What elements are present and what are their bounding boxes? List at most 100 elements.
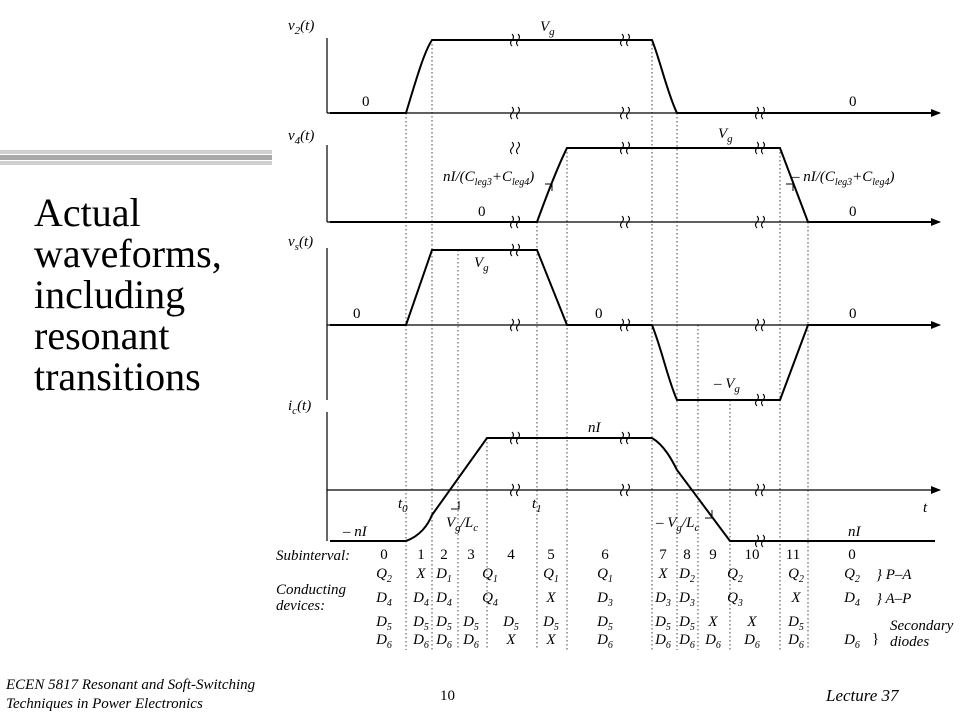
device-cell-secondary-d6: X <box>545 632 556 648</box>
vs-trace <box>330 249 935 401</box>
v2-zero-left: 0 <box>362 94 370 110</box>
device-cell-secondary-d5: D5 <box>654 614 671 633</box>
device-cell-pa: Q2 <box>788 566 804 585</box>
device-cell-secondary-d5: D5 <box>412 614 429 633</box>
vs-axis-label: vs(t) <box>288 234 313 253</box>
v4-slope-marker-left <box>545 183 553 191</box>
ic-slope-marker-up <box>451 501 460 510</box>
deco-bar-2 <box>0 155 272 160</box>
v4-labels: v4(t) Vg 0 0 nI/(Cleg3+Cleg4) – nI/(Cleg… <box>288 126 895 220</box>
subinterval-number: 5 <box>547 547 555 563</box>
ic-axis-label: ic(t) <box>288 398 311 417</box>
secondary-brace: } <box>872 631 879 647</box>
device-cell-ap: D3 <box>678 590 695 609</box>
t0-label: t0 <box>398 496 408 515</box>
vs-labels: vs(t) Vg 0 0 0 – Vg <box>288 234 857 395</box>
vs-zero-mid: 0 <box>595 306 603 322</box>
device-cell-pa: Q2 <box>844 566 860 585</box>
device-cell-pa: X <box>415 566 426 582</box>
v4-zero-right: 0 <box>849 204 857 220</box>
ic-top-label: nI <box>588 420 602 436</box>
vs-zero-left: 0 <box>353 306 361 322</box>
device-cell-pa: X <box>657 566 668 582</box>
device-cell-secondary-d5: D5 <box>375 614 392 633</box>
time-guide-lines <box>405 40 809 650</box>
v4-slope-marker-right <box>786 183 794 191</box>
device-cell-secondary-d6: D6 <box>843 632 860 651</box>
device-cell-secondary-d6: D6 <box>704 632 721 651</box>
ic-slope-up-label: Vg/Lc <box>446 515 478 534</box>
subinterval-number: 11 <box>786 547 800 563</box>
subinterval-number: 9 <box>709 547 717 563</box>
device-cell-secondary-d6: D6 <box>462 632 479 651</box>
device-cell-secondary-d5: D5 <box>678 614 695 633</box>
subinterval-number: 4 <box>507 547 515 563</box>
subinterval-number: 6 <box>601 547 609 563</box>
device-cell-secondary-d5: D5 <box>462 614 479 633</box>
device-cell-pa: D1 <box>435 566 452 585</box>
label-pa: } P–A <box>876 567 912 583</box>
v2-axis-label: v2(t) <box>288 18 314 37</box>
device-cell-secondary-d5: D5 <box>502 614 519 633</box>
ic-neg-right: nI <box>848 524 862 540</box>
device-cell-secondary-d6: X <box>505 632 516 648</box>
device-cell-secondary-d6: D6 <box>678 632 695 651</box>
label-ap: } A–P <box>876 591 911 607</box>
slope-markers <box>451 183 794 519</box>
footer-course-line-2: Techniques in Power Electronics <box>6 696 203 712</box>
title-line-4: resonant <box>34 313 170 358</box>
waveform-traces <box>330 39 935 542</box>
page-number: 10 <box>440 688 455 704</box>
v2-trace <box>330 39 935 114</box>
device-cell-secondary-d6: D6 <box>412 632 429 651</box>
title-line-5: transitions <box>34 354 201 399</box>
ic-slope-marker-down <box>705 510 713 519</box>
device-cell-secondary-d6: D6 <box>435 632 452 651</box>
device-cell-secondary-d5: D5 <box>787 614 804 633</box>
slide-title: Actual waveforms, including resonant tra… <box>34 192 274 397</box>
footer-course-line-1: ECEN 5817 Resonant and Soft-Switching <box>6 677 256 693</box>
subinterval-number: 0 <box>848 547 856 563</box>
subinterval-number: 8 <box>683 547 691 563</box>
v4-zero-left: 0 <box>478 204 486 220</box>
vs-neg-label: – Vg <box>713 376 740 395</box>
v4-axis-label: v4(t) <box>288 128 314 147</box>
footer-course: ECEN 5817 Resonant and Soft-Switching Te… <box>6 676 255 714</box>
subinterval-number: 7 <box>659 547 667 563</box>
subinterval-number: 1 <box>417 547 425 563</box>
device-cell-pa: Q2 <box>376 566 392 585</box>
device-cell-secondary-d6: D6 <box>743 632 760 651</box>
v2-labels: v2(t) 0 0 Vg <box>288 18 857 110</box>
device-cell-ap: D3 <box>596 590 613 609</box>
v2-peak-label: Vg <box>540 19 555 38</box>
t1-label: t1 <box>532 496 542 515</box>
device-cell-pa: Q1 <box>597 566 613 585</box>
device-cell-secondary-d5: D5 <box>542 614 559 633</box>
title-line-3: including <box>34 272 186 317</box>
ic-trace <box>330 437 935 542</box>
ic-slope-down-label: – Vg/Lc <box>655 515 699 534</box>
break-marks <box>509 33 766 548</box>
device-cell-ap: X <box>790 590 801 606</box>
device-cell-pa: Q1 <box>543 566 559 585</box>
device-cell-ap: D4 <box>375 590 392 609</box>
device-cell-pa: Q2 <box>727 566 743 585</box>
device-cell-secondary-d5: D5 <box>596 614 613 633</box>
v4-trace <box>330 147 935 223</box>
conducting-label-2: devices: <box>276 598 325 614</box>
label-secondary-2: diodes <box>890 634 929 650</box>
v2-zero-right: 0 <box>849 94 857 110</box>
v4-slope-right-label: – nI/(Cleg3+Cleg4) <box>791 169 895 188</box>
lecture-label: Lecture 37 <box>826 686 899 705</box>
device-cell-secondary-d6: D6 <box>654 632 671 651</box>
device-cell-secondary-d5: D5 <box>435 614 452 633</box>
t-axis-label: t <box>923 500 928 516</box>
deco-bar-3 <box>0 161 272 165</box>
device-cell-secondary-d5: X <box>707 614 718 630</box>
device-cell-secondary-d6: D6 <box>375 632 392 651</box>
device-cell-ap: D4 <box>843 590 860 609</box>
subinterval-number: 0 <box>380 547 388 563</box>
device-cell-ap: D3 <box>654 590 671 609</box>
